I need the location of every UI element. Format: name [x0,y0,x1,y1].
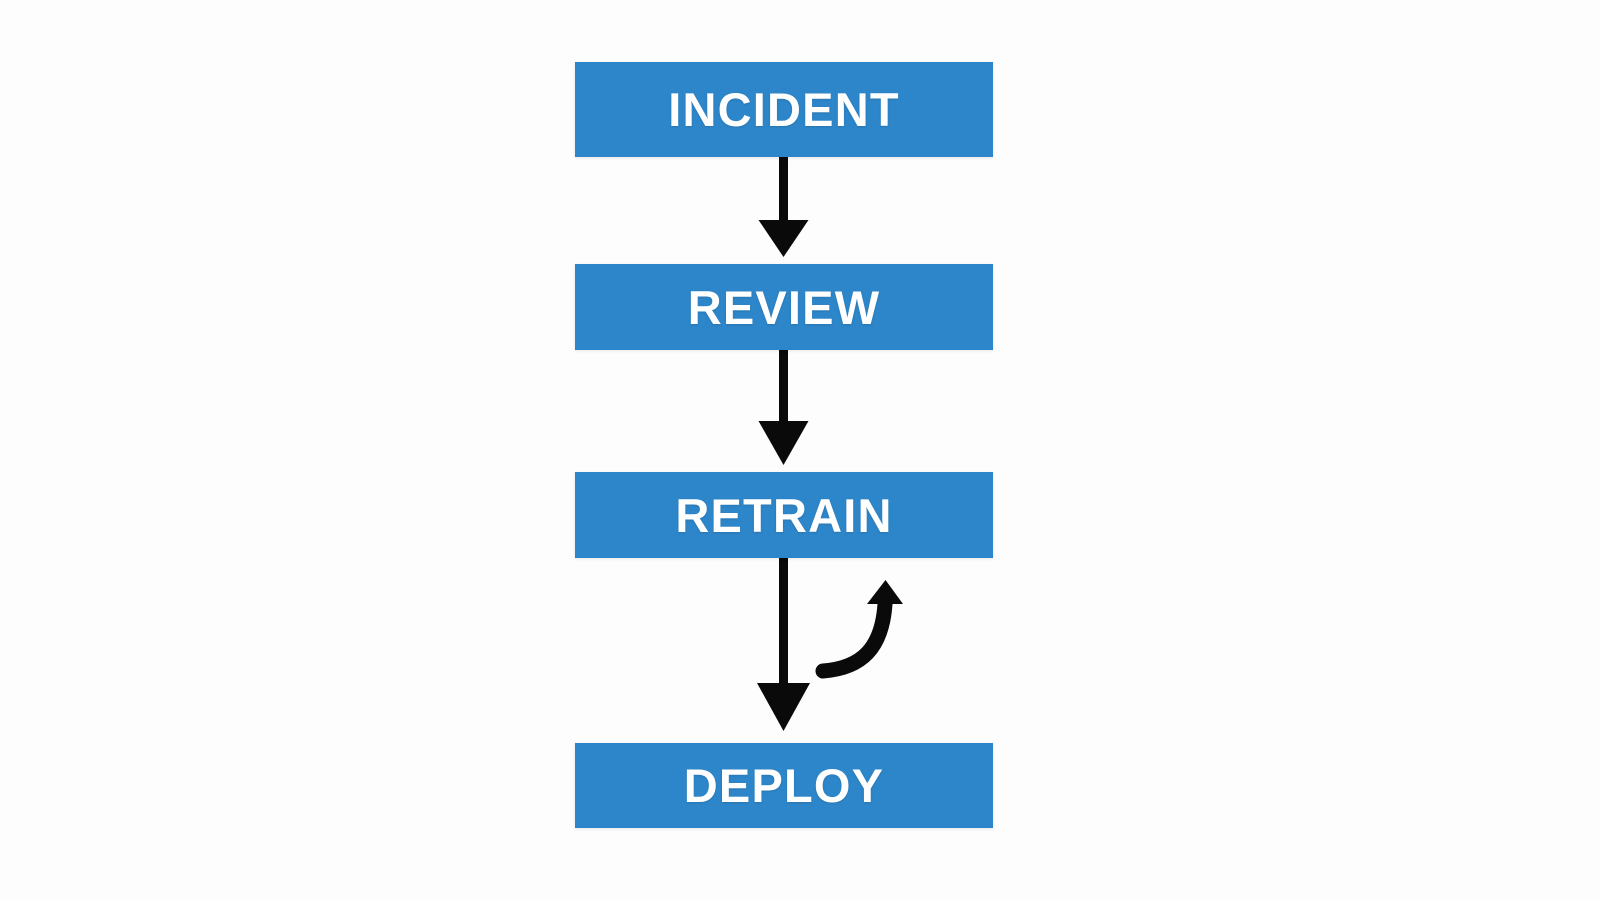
connector-incident-to-review [758,157,809,257]
connector-review-to-retrain [758,350,809,465]
flow-node-deploy-label: DEPLOY [683,759,885,812]
connector-retrain-feedback-loop [815,580,903,679]
flow-node-incident[interactable]: INCIDENT [575,62,993,157]
flow-node-retrain[interactable]: RETRAIN [575,472,993,558]
flow-node-deploy[interactable]: DEPLOY [575,743,993,828]
flow-node-incident-label: INCIDENT [668,83,900,136]
flow-node-review[interactable]: REVIEW [575,264,993,350]
flow-node-review-label: REVIEW [687,280,881,334]
connector-retrain-to-deploy [757,558,810,731]
flow-node-retrain-label: RETRAIN [675,488,893,542]
